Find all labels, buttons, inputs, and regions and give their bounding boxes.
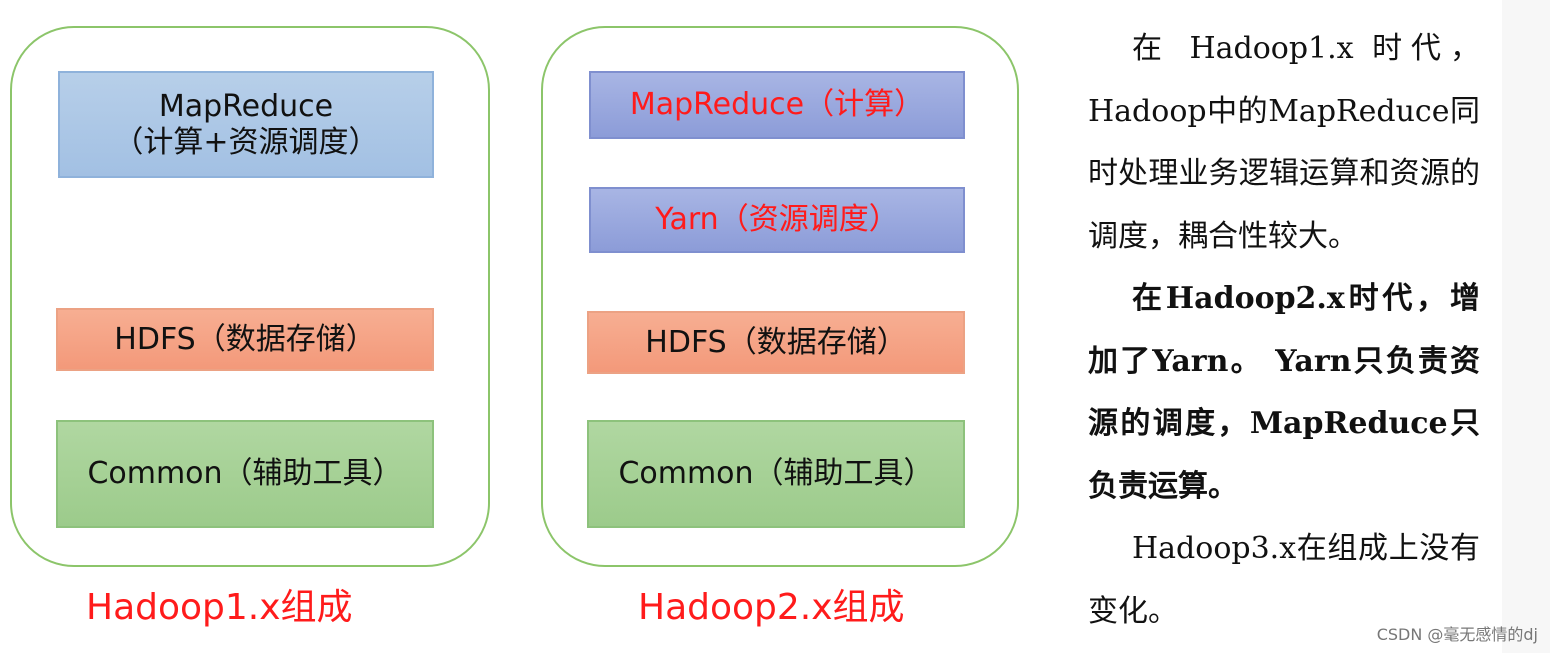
description-paragraph-hadoop3: Hadoop3.x在组成上没有变化。 <box>1088 531 1480 629</box>
hadoop1-common-layer: Common（辅助工具） <box>56 420 434 528</box>
hadoop2-common-layer: Common（辅助工具） <box>587 420 965 528</box>
description-paragraph-hadoop1: 在 Hadoop1.x 时代，Hadoop中的MapReduce同时处理业务逻辑… <box>1088 31 1480 254</box>
hadoop2-yarn-layer: Yarn（资源调度） <box>589 187 965 253</box>
hadoop2-hdfs-layer: HDFS（数据存储） <box>587 311 965 374</box>
description-paragraph-hadoop2: 在Hadoop2.x时代，增加了Yarn。 Yarn只负责资源的调度，MapRe… <box>1088 281 1480 504</box>
hadoop1-hdfs-layer: HDFS（数据存储） <box>56 308 434 371</box>
hadoop1-caption: Hadoop1.x组成 <box>86 587 353 628</box>
csdn-watermark: CSDN @毫无感情的dj <box>1376 625 1538 644</box>
hadoop1-mapreduce-layer: MapReduce （计算+资源调度） <box>58 71 434 178</box>
hadoop2-mapreduce-layer: MapReduce（计算） <box>589 71 965 139</box>
hadoop2-caption: Hadoop2.x组成 <box>638 587 905 628</box>
description-text: 在 Hadoop1.x 时代，Hadoop中的MapReduce同时处理业务逻辑… <box>1088 18 1480 643</box>
right-edge-strip <box>1502 0 1550 653</box>
